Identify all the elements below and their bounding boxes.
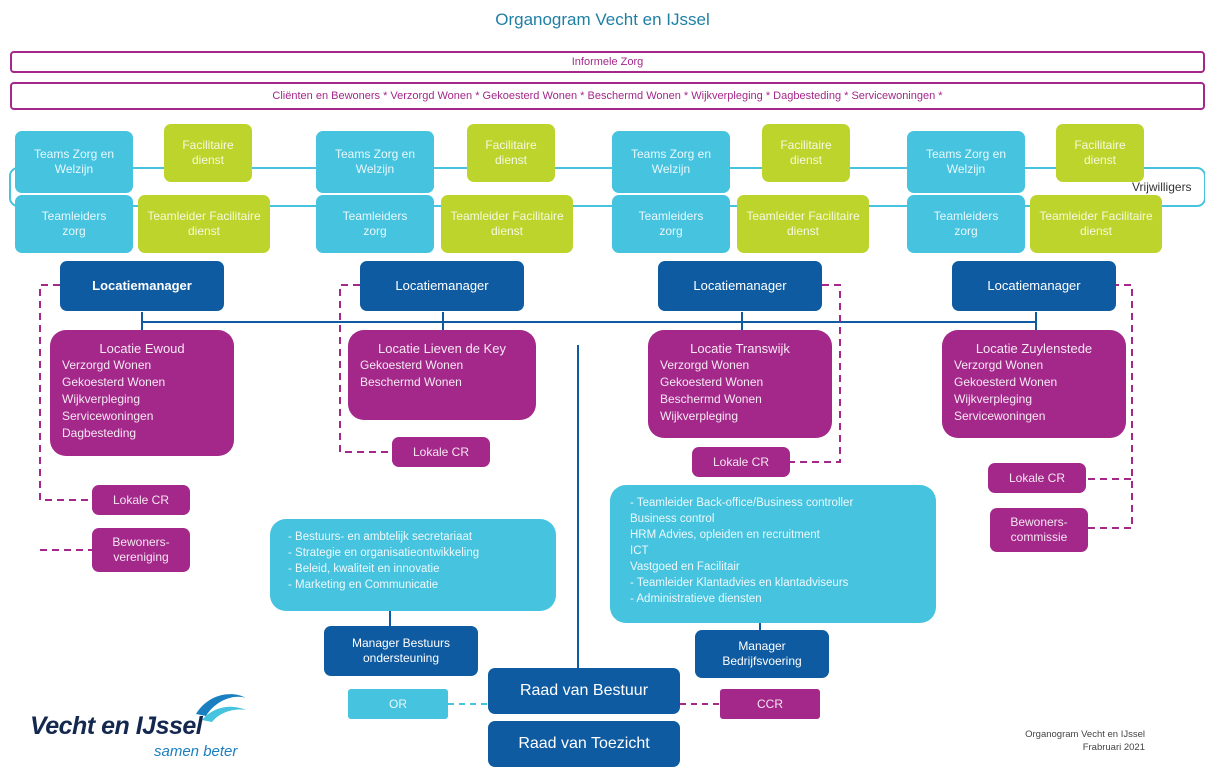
location-lieven-de-key: Locatie Lieven de Key Gekoesterd Wonen B…	[348, 330, 536, 420]
location-item: Wijkverpleging	[62, 392, 141, 406]
raad-van-toezicht: Raad van Toezicht	[488, 721, 680, 767]
facilitaire-dienst-1: Facilitaire dienst	[164, 124, 252, 182]
location-transwijk: Locatie Transwijk Verzorgd Wonen Gekoest…	[648, 330, 832, 438]
locatiemanager-1: Locatiemanager	[60, 261, 224, 311]
locatiemanager-2: Locatiemanager	[360, 261, 524, 311]
logo: Vecht en IJssel samen beter	[30, 688, 290, 764]
location-title: Locatie Lieven de Key	[378, 341, 506, 356]
teamleiders-zorg-1: Teamleiders zorg	[15, 195, 133, 253]
location-ewoud: Locatie Ewoud Verzorgd Wonen Gekoesterd …	[50, 330, 234, 456]
location-item: Gekoesterd Wonen	[62, 375, 166, 389]
location-item: Verzorgd Wonen	[62, 358, 152, 372]
list-item: ICT	[630, 545, 649, 557]
location-item: Verzorgd Wonen	[660, 358, 750, 372]
facilitaire-dienst-2: Facilitaire dienst	[467, 124, 555, 182]
location-item: Beschermd Wonen	[660, 392, 762, 406]
raad-van-bestuur: Raad van Bestuur	[488, 668, 680, 714]
teamleiders-zorg-3: Teamleiders zorg	[612, 195, 730, 253]
lokale-cr-3: Lokale CR	[692, 447, 790, 477]
list-item: - Teamleider Back-office/Business contro…	[630, 497, 854, 509]
list-item: - Strategie en organisatieontwikkeling	[288, 547, 480, 559]
manager-bestuursondersteuning: Manager Bestuurs ondersteuning	[324, 626, 478, 676]
locatiemanager-4: Locatiemanager	[952, 261, 1116, 311]
facilitaire-dienst-4: Facilitaire dienst	[1056, 124, 1144, 182]
page-title: Organogram Vecht en IJssel	[495, 10, 710, 29]
logo-tagline: samen beter	[154, 743, 238, 760]
list-item: - Teamleider Klantadvies en klantadviseu…	[630, 577, 849, 589]
facilitaire-dienst-3: Facilitaire dienst	[762, 124, 850, 182]
teams-zorg-welzijn-3: Teams Zorg en Welzijn	[612, 131, 730, 193]
bedrijfsvoering-list: - Teamleider Back-office/Business contro…	[610, 485, 936, 623]
location-item: Servicewoningen	[954, 409, 1046, 423]
location-item: Gekoesterd Wonen	[954, 375, 1058, 389]
footer-text: Organogram Vecht en IJssel Frabruari 202…	[1025, 728, 1145, 754]
list-item: Business control	[630, 513, 715, 525]
list-item: - Administratieve diensten	[630, 593, 762, 605]
location-item: Verzorgd Wonen	[954, 358, 1044, 372]
manager-bedrijfsvoering: Manager Bedrijfsvoering	[695, 630, 829, 678]
footer-line-2: Frabruari 2021	[1082, 742, 1145, 753]
location-item: Gekoesterd Wonen	[360, 358, 464, 372]
teamleiders-zorg-4: Teamleiders zorg	[907, 195, 1025, 253]
location-zuylenstede: Locatie Zuylenstede Verzorgd Wonen Gekoe…	[942, 330, 1126, 438]
location-title: Locatie Ewoud	[99, 341, 185, 356]
bewoners-vereniging: Bewoners-vereniging	[92, 528, 190, 572]
lokale-cr-4: Lokale CR	[988, 463, 1086, 493]
list-item: - Beleid, kwaliteit en innovatie	[288, 563, 440, 575]
logo-name: Vecht en IJssel	[30, 712, 203, 740]
location-item: Dagbesteding	[62, 426, 137, 440]
location-item: Gekoesterd Wonen	[660, 375, 764, 389]
teamleider-facilitaire-4: Teamleider Facilitaire dienst	[1030, 195, 1162, 253]
teamleiders-zorg-2: Teamleiders zorg	[316, 195, 434, 253]
lokale-cr-2: Lokale CR	[392, 437, 490, 467]
bewoners-commissie: Bewoners-commissie	[990, 508, 1088, 552]
location-item: Wijkverpleging	[660, 409, 739, 423]
location-item: Beschermd Wonen	[360, 375, 462, 389]
location-title: Locatie Zuylenstede	[975, 341, 1093, 356]
location-item: Servicewoningen	[62, 409, 154, 423]
informele-zorg-bar: Informele Zorg	[10, 51, 1205, 73]
list-item: HRM Advies, opleiden en recruitment	[630, 529, 820, 541]
locatiemanager-3: Locatiemanager	[658, 261, 822, 311]
ccr-box: CCR	[720, 689, 820, 719]
teams-zorg-welzijn-1: Teams Zorg en Welzijn	[15, 131, 133, 193]
clienten-bar: Cliënten en Bewoners * Verzorgd Wonen * …	[10, 82, 1205, 110]
vrijwilligers-label: Vrijwilligers	[1130, 180, 1194, 194]
list-item: - Bestuurs- en ambtelijk secretariaat	[288, 531, 473, 543]
teams-zorg-welzijn-4: Teams Zorg en Welzijn	[907, 131, 1025, 193]
list-item: Vastgoed en Facilitair	[630, 561, 740, 573]
logo-wave-icon	[196, 694, 246, 722]
location-title: Locatie Transwijk	[690, 341, 790, 356]
list-item: - Marketing en Communicatie	[288, 579, 439, 591]
teamleider-facilitaire-2: Teamleider Facilitaire dienst	[441, 195, 573, 253]
teams-zorg-welzijn-2: Teams Zorg en Welzijn	[316, 131, 434, 193]
location-item: Wijkverpleging	[954, 392, 1033, 406]
teamleider-facilitaire-3: Teamleider Facilitaire dienst	[737, 195, 869, 253]
or-box: OR	[348, 689, 448, 719]
bestuur-ondersteuning-list: - Bestuurs- en ambtelijk secretariaat - …	[270, 519, 556, 611]
footer-line-1: Organogram Vecht en IJssel	[1025, 729, 1145, 740]
teamleider-facilitaire-1: Teamleider Facilitaire dienst	[138, 195, 270, 253]
lokale-cr-1: Lokale CR	[92, 485, 190, 515]
